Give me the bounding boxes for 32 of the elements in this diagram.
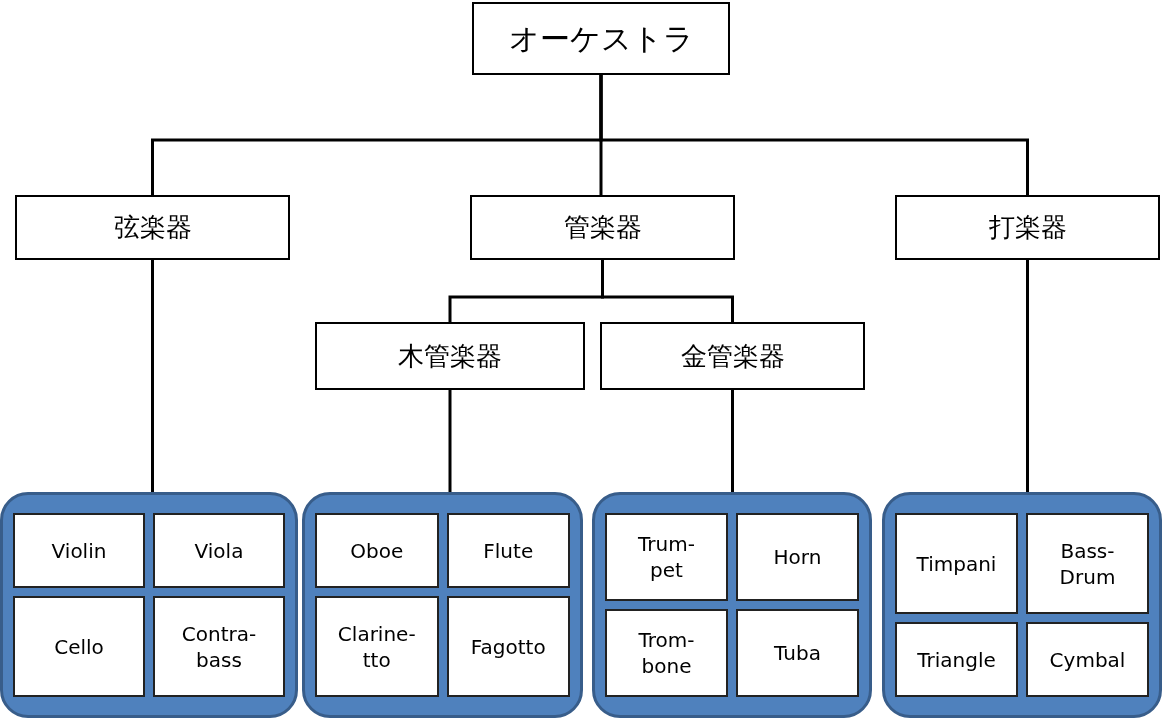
instrument-box: Tuba	[736, 609, 859, 697]
instrument-box: Cymbal	[1026, 622, 1149, 697]
connector-line	[601, 260, 734, 322]
category-box: 木管楽器	[315, 322, 585, 390]
instrument-box: Violin	[13, 513, 145, 588]
connector-line	[151, 260, 154, 492]
instrument-box: Clarine-tto	[315, 596, 439, 697]
instrument-box: Trum-pet	[605, 513, 728, 601]
instrument-box: Horn	[736, 513, 859, 601]
instrument-box: Viola	[153, 513, 285, 588]
instrument-box: Timpani	[895, 513, 1018, 614]
group-panel	[592, 492, 872, 718]
instrument-box: Oboe	[315, 513, 439, 588]
connector-line	[599, 75, 1029, 195]
group-panel	[882, 492, 1162, 718]
instrument-box: Triangle	[895, 622, 1018, 697]
category-box: 打楽器	[895, 195, 1160, 260]
instrument-box: Cello	[13, 596, 145, 697]
instrument-box: Bass-Drum	[1026, 513, 1149, 614]
instrument-box: Trom-bone	[605, 609, 728, 697]
category-box: 弦楽器	[15, 195, 290, 260]
connector-line	[1026, 260, 1029, 492]
instrument-box: Fagotto	[446, 596, 570, 697]
group-panel	[302, 492, 583, 718]
category-box: オーケストラ	[472, 2, 730, 75]
instrument-box: Flute	[446, 513, 570, 588]
instrument-box: Contra-bass	[153, 596, 285, 697]
connector-line	[731, 390, 734, 492]
category-box: 管楽器	[470, 195, 735, 260]
connector-line	[448, 390, 452, 492]
group-panel	[0, 492, 298, 718]
category-box: 金管楽器	[600, 322, 865, 390]
